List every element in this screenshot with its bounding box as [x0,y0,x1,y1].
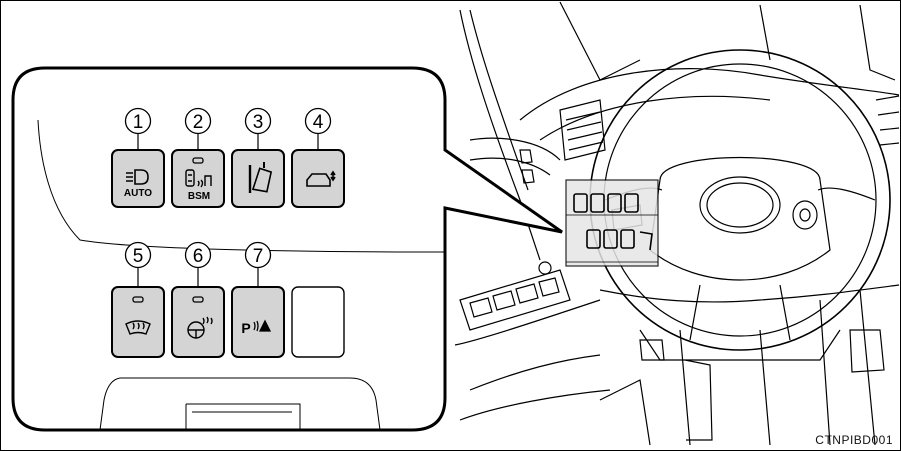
callout-number-7: 7 [244,241,272,269]
auto-label: AUTO [124,188,152,199]
switch-lane-departure[interactable] [231,149,285,208]
svg-text:3: 3 [253,112,264,133]
parking-assist-icon [253,319,272,332]
dashboard-illustration [454,1,900,446]
blind-spot-monitor-icon [185,169,212,188]
callout-number-5: 5 [124,241,152,269]
switch-blank [291,286,345,358]
bsm-label: BSM [188,191,210,202]
figure-id-caption: CTNPIBD001 [815,433,893,447]
svg-text:5: 5 [133,246,144,267]
panel-contours [37,119,446,431]
svg-text:7: 7 [253,246,264,267]
callout-number-2: 2 [184,107,212,135]
switch-blind-spot-monitor[interactable]: BSM [171,149,225,208]
vehicle-height-icon [306,170,336,187]
callout-number-3: 3 [244,107,272,135]
callout-number-1: 1 [124,107,152,135]
windshield-defogger-icon [125,320,151,335]
svg-text:1: 1 [133,112,144,133]
switch-auto-headlight[interactable]: AUTO [111,149,165,208]
auto-headlight-icon [126,169,149,185]
switch-vehicle-height[interactable] [291,149,345,208]
lane-departure-icon [248,162,273,193]
indicator-light [192,157,204,164]
parking-p-label: P [241,320,250,336]
indicator-light [132,296,144,303]
switch-windshield-defogger[interactable] [111,286,165,358]
steering-heater-icon [187,316,213,339]
callout-number-6: 6 [184,241,212,269]
switch-parking-assist[interactable]: P [231,286,285,358]
callout-leader-lines [137,134,319,287]
svg-text:6: 6 [193,246,204,267]
callout-number-4: 4 [304,107,332,135]
callout-bubble [11,66,563,432]
switch-location-highlight [565,179,659,267]
svg-text:2: 2 [193,112,204,133]
indicator-light [192,296,204,303]
switch-steering-heater[interactable] [171,286,225,358]
svg-text:4: 4 [313,112,324,133]
